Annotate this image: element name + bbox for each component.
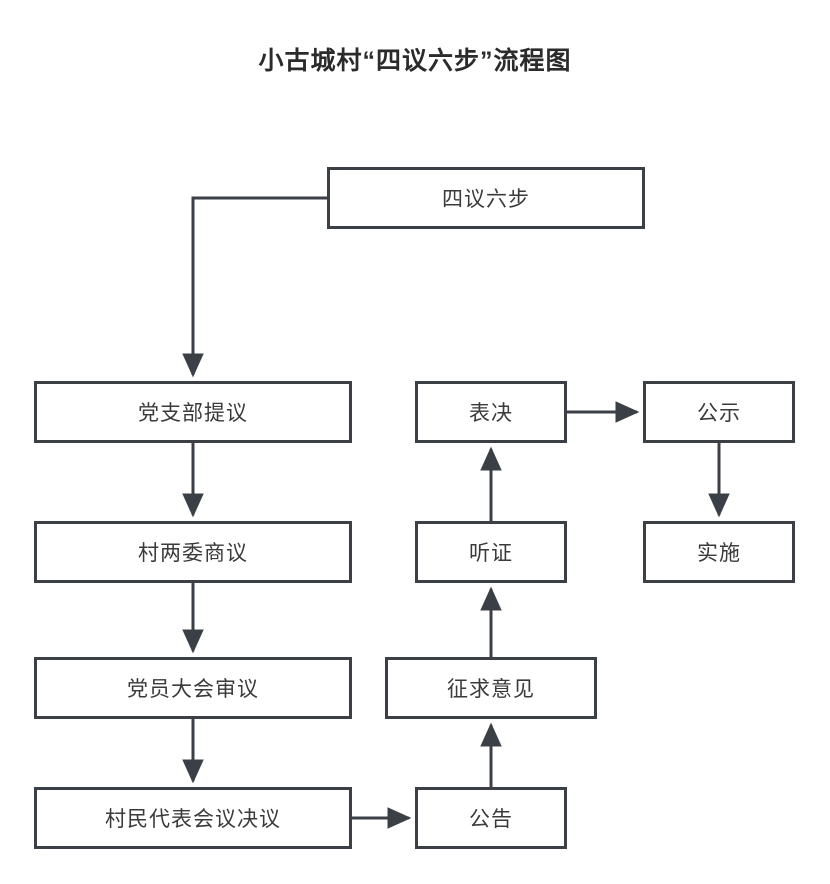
node-dangyuandahui-shenyi[interactable]: 党员大会审议: [34, 657, 352, 719]
node-label: 听证: [469, 542, 513, 565]
node-label: 党支部提议: [138, 402, 248, 425]
node-cunliangwei-shangyi[interactable]: 村两委商议: [34, 521, 352, 583]
node-label: 公示: [697, 402, 741, 425]
node-label: 公告: [469, 808, 513, 831]
node-gongshi[interactable]: 公示: [643, 381, 795, 443]
node-dangzhibu-tiyi[interactable]: 党支部提议: [34, 381, 352, 443]
node-cunmindaibiao-juyi[interactable]: 村民代表会议决议: [34, 787, 352, 849]
node-zhengqiuyijian[interactable]: 征求意见: [385, 657, 597, 719]
page-title: 小古城村“四议六步”流程图: [258, 47, 572, 75]
node-label: 征求意见: [447, 678, 535, 701]
node-biaojue[interactable]: 表决: [415, 381, 567, 443]
node-siyiliubu[interactable]: 四议六步: [327, 167, 645, 229]
node-label: 实施: [697, 542, 741, 565]
node-gonggao[interactable]: 公告: [415, 787, 567, 849]
node-label: 村两委商议: [138, 542, 248, 565]
node-shishi[interactable]: 实施: [643, 521, 795, 583]
node-label: 表决: [469, 402, 513, 425]
node-tingzheng[interactable]: 听证: [415, 521, 567, 583]
node-label: 四议六步: [442, 188, 530, 211]
connector-siyiliubu-to-dangzhibu: [182, 196, 327, 378]
node-label: 党员大会审议: [127, 678, 259, 701]
node-label: 村民代表会议决议: [105, 808, 281, 831]
